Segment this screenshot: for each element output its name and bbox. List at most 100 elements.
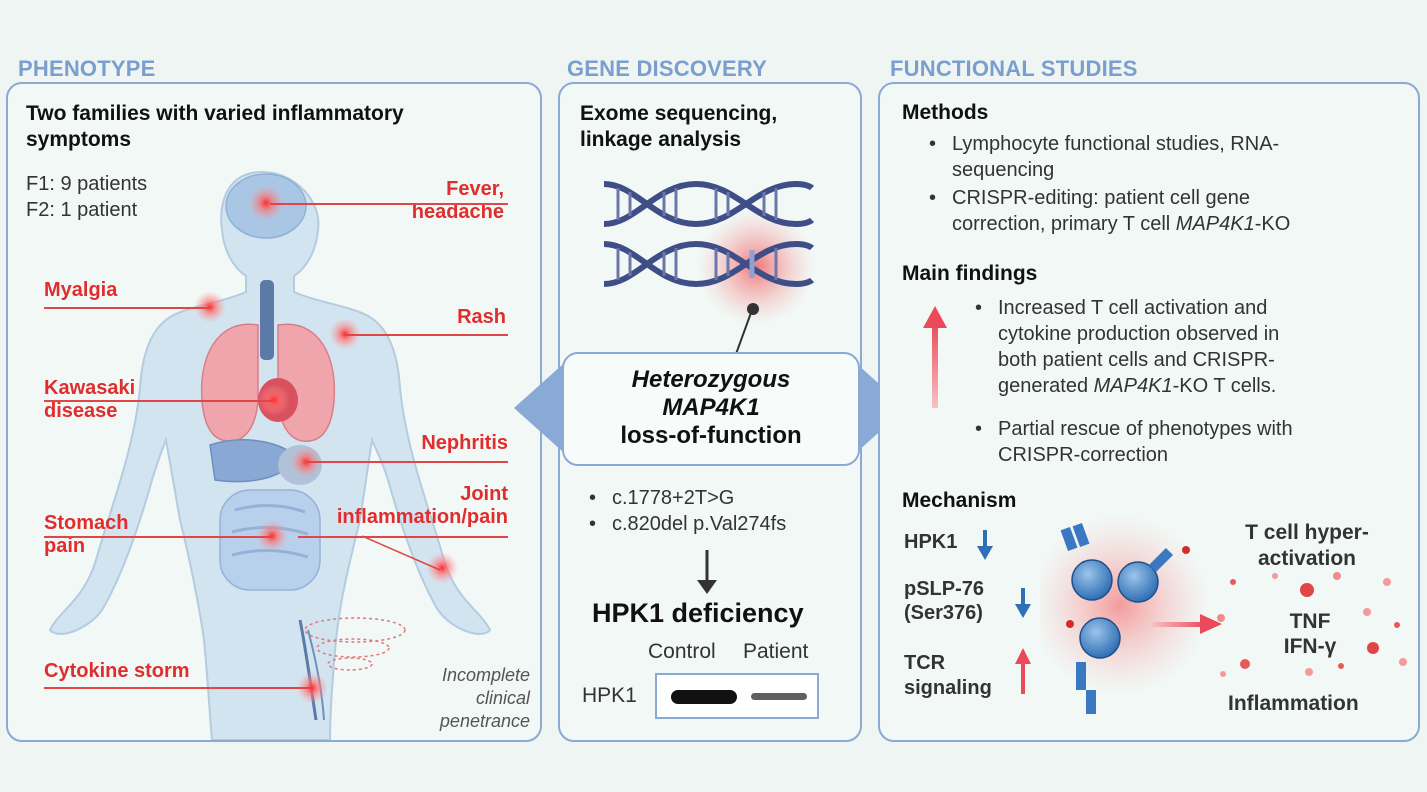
- variant-summary-box: Heterozygous MAP4K1 loss-of-function: [562, 352, 860, 466]
- symptom-kawasaki-line1: Kawasaki: [44, 377, 136, 399]
- leader-line-myalgia: [44, 307, 210, 309]
- pslp76-down-arrow-icon: [1015, 588, 1031, 618]
- blot-band-patient: [751, 693, 807, 700]
- methods-title: Methods: [902, 101, 989, 124]
- symptom-kawasaki: Kawasaki disease: [44, 377, 135, 423]
- gene-heading-line1: Exome sequencing,: [580, 102, 778, 125]
- penetrance-line3: penetrance: [439, 711, 530, 731]
- bullet-dot: •: [975, 418, 983, 440]
- symptom-rash: Rash: [457, 306, 506, 328]
- tcr-line1: TCR: [904, 652, 946, 674]
- blot-band-control: [671, 690, 737, 704]
- method1-line1: Lymphocyte functional studies, RNA-: [952, 133, 1280, 155]
- flow-chevrons: [514, 356, 906, 460]
- cytokine-tnf: TNF: [1289, 610, 1331, 633]
- symptom-joint: Joint inflammation/pain: [296, 483, 508, 529]
- finding-item: • Increased T cell activation and cytoki…: [975, 295, 1280, 399]
- outcome-line1: T cell hyper-: [1245, 521, 1369, 544]
- down-arrow-icon: [697, 550, 717, 594]
- cytokine-names: TNF IFN-γ: [1270, 609, 1350, 659]
- dna-helix-illustration: [603, 180, 815, 355]
- finding2-line2: CRISPR-correction: [998, 444, 1169, 466]
- leader-line-kawasaki: [44, 400, 272, 402]
- mechanism-tcr: TCR signaling: [904, 651, 992, 701]
- method-item: • CRISPR-editing: patient cell gene corr…: [929, 185, 1291, 237]
- variant-summary-line1: Heterozygous: [631, 366, 791, 393]
- penetrance-note: Incomplete clinical penetrance: [412, 664, 530, 733]
- symptom-stomach: Stomach pain: [44, 512, 128, 558]
- bullet-dot: •: [975, 297, 983, 319]
- outcome-inflammation: Inflammation: [1228, 692, 1359, 715]
- hpk1-down-arrow-icon: [977, 530, 993, 560]
- variant-summary-gene: MAP4K1: [662, 394, 760, 421]
- finding1-line1: Increased T cell activation and: [998, 297, 1268, 319]
- section-title-functional-studies: FUNCTIONAL STUDIES: [890, 56, 1138, 81]
- symptom-stomach-line1: Stomach: [44, 512, 129, 534]
- human-body-illustration: [48, 170, 492, 740]
- tcr-line2: signaling: [904, 677, 992, 699]
- section-title-gene-discovery: GENE DISCOVERY: [567, 56, 768, 81]
- symptom-fever-line1: Fever,: [446, 178, 504, 200]
- t-cells-illustration: [1040, 515, 1210, 714]
- leader-line-stomach: [44, 536, 272, 538]
- leader-line-rash: [345, 334, 508, 336]
- mechanism-hpk1: HPK1: [904, 531, 958, 553]
- method-item: • Lymphocyte functional studies, RNA- se…: [929, 131, 1280, 183]
- symptom-kawasaki-line2: disease: [44, 400, 118, 422]
- method2-line2: correction, primary T cell MAP4K1-KO: [952, 213, 1291, 235]
- blot-patient-label: Patient: [743, 640, 809, 663]
- bullet-dot: •: [929, 133, 937, 155]
- family-counts: F1: 9 patients F2: 1 patient: [26, 171, 147, 223]
- variant-item: •c.820del p.Val274fs: [589, 513, 787, 535]
- finding1-line4: generated MAP4K1-KO T cells.: [998, 375, 1277, 397]
- cytokine-ifn: IFN-γ: [1283, 635, 1337, 658]
- blot-row-label: HPK1: [582, 684, 637, 707]
- western-blot: [655, 673, 819, 719]
- symptom-joint-line1: Joint: [460, 483, 508, 505]
- bullet-dot: •: [589, 487, 597, 509]
- outcome-hyperactivation: T cell hyper- activation: [1232, 520, 1382, 572]
- phenotype-heading-line2: symptoms: [26, 128, 132, 151]
- leader-line-joint-diagonal: [361, 535, 441, 571]
- family-f1: F1: 9 patients: [26, 173, 148, 195]
- outcome-arrow-icon: [1152, 614, 1222, 634]
- outcome-line2: activation: [1257, 547, 1357, 570]
- blot-control-label: Control: [648, 640, 716, 663]
- leader-line-fever: [270, 203, 508, 205]
- increase-arrow-icon: [923, 306, 947, 408]
- leader-line-nephritis: [305, 461, 508, 463]
- finding2-line1: Partial rescue of phenotypes with: [998, 418, 1293, 440]
- pslp-line2: (Ser376): [904, 602, 983, 624]
- tcr-up-arrow-icon: [1015, 648, 1031, 694]
- findings-title: Main findings: [902, 262, 1038, 285]
- cytokine-particles: [1217, 572, 1407, 677]
- symptom-fever-line2: headache: [411, 201, 504, 223]
- family-f2: F2: 1 patient: [26, 199, 138, 221]
- leader-line-cytokine: [44, 687, 312, 689]
- symptom-stomach-line2: pain: [44, 535, 86, 557]
- leader-line-joint: [298, 536, 508, 538]
- symptom-joint-line2: inflammation/pain: [336, 506, 508, 528]
- section-title-phenotype: PHENOTYPE: [18, 56, 156, 81]
- bullet-dot: •: [929, 187, 937, 209]
- penetrance-line2: clinical: [475, 688, 530, 708]
- finding-item: • Partial rescue of phenotypes with CRIS…: [975, 416, 1293, 468]
- phenotype-heading: Two families with varied inflammatory sy…: [26, 101, 404, 153]
- symptom-cytokine-storm: Cytokine storm: [44, 660, 190, 682]
- symptom-fever-headache: Fever, headache: [380, 178, 504, 224]
- finding1-line2: cytokine production observed in: [998, 323, 1280, 345]
- gene-heading: Exome sequencing, linkage analysis: [580, 101, 777, 153]
- variant-item: •c.1778+2T>G: [589, 487, 735, 509]
- mechanism-pslp76: pSLP-76 (Ser376): [904, 577, 984, 625]
- hpk1-deficiency-title: HPK1 deficiency: [592, 598, 804, 628]
- method1-line2: sequencing: [952, 159, 1055, 181]
- symptom-myalgia: Myalgia: [44, 279, 118, 301]
- bullet-dot: •: [589, 513, 597, 535]
- penetrance-line1: Incomplete: [441, 665, 530, 685]
- mechanism-title: Mechanism: [902, 489, 1017, 512]
- phenotype-heading-line1: Two families with varied inflammatory: [26, 102, 404, 125]
- gene-heading-line2: linkage analysis: [580, 128, 742, 151]
- pslp-line1: pSLP-76: [904, 578, 985, 600]
- symptom-nephritis: Nephritis: [421, 432, 508, 454]
- finding1-line3: both patient cells and CRISPR-: [998, 349, 1275, 371]
